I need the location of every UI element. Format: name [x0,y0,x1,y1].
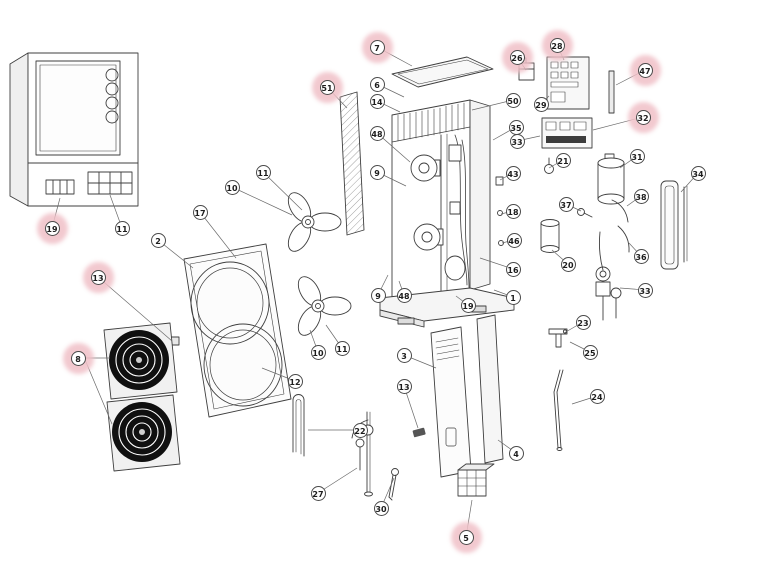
callout-34: 34 [690,165,706,181]
screw [388,468,399,501]
callout-29: 29 [533,96,549,112]
long-pipe [553,369,564,451]
callout-26-highlighted: 26 [509,49,525,65]
callout-23: 23 [575,314,591,330]
condenser-coil [339,91,365,236]
callout-14: 14 [369,93,385,109]
callout-47-highlighted: 47 [637,62,653,78]
capacitor [540,219,560,253]
callout-51-highlighted: 51 [319,79,335,95]
callout-27: 27 [310,485,326,501]
discharge-pipe [598,199,630,271]
fan-propeller-lower [297,276,352,336]
callout-48: 48 [369,125,385,141]
callout-30: 30 [373,500,389,516]
callout-10: 10 [224,179,240,195]
callout-12: 12 [287,373,303,389]
callout-10: 10 [310,344,326,360]
right-side-panel [660,180,688,270]
callout-48: 48 [396,287,412,303]
callout-19: 19 [460,297,476,313]
callout-32-highlighted: 32 [635,109,651,125]
compressor [597,153,625,205]
callout-8-highlighted: 8 [70,350,86,366]
u-pipe [292,394,305,457]
callout-33: 33 [637,282,653,298]
bottom-bracket [457,463,495,497]
callout-16: 16 [505,261,521,277]
callout-9: 9 [369,164,385,180]
callout-46: 46 [506,232,522,248]
top-panel [391,56,494,88]
callout-11: 11 [255,164,271,180]
callout-28-highlighted: 28 [549,37,565,53]
callout-13: 13 [396,378,412,394]
base-pan [379,287,515,328]
callout-38: 38 [633,188,649,204]
fan-guard-grille-upper [103,322,178,400]
callout-4: 4 [508,445,524,461]
callout-21: 21 [555,152,571,168]
callout-2: 2 [150,232,166,248]
callout-13-highlighted: 13 [90,269,106,285]
callout-20: 20 [560,256,576,272]
callout-36: 36 [633,248,649,264]
callout-5-highlighted: 5 [458,529,474,545]
callout-25: 25 [582,344,598,360]
callout-6: 6 [369,76,385,92]
callout-7-highlighted: 7 [369,39,385,55]
valve-assembly [595,266,622,321]
callout-22: 22 [352,422,368,438]
callout-43: 43 [505,165,521,181]
pipe-assembly [351,411,374,497]
callout-37: 37 [558,196,574,212]
callout-24: 24 [589,388,605,404]
fan-propeller-upper [287,192,342,252]
callout-50: 50 [505,92,521,108]
clip-part [412,427,426,438]
front-panel [167,243,292,418]
main-unit-body [391,99,504,306]
electrical-parts [518,56,615,149]
callout-3: 3 [396,347,412,363]
callout-35: 35 [508,119,524,135]
control-box [9,52,139,207]
callout-11: 11 [114,220,130,236]
callout-1: 1 [505,289,521,305]
fan-guard-grille-lower [85,361,181,472]
callout-19-highlighted: 19 [44,220,60,236]
callout-18: 18 [505,203,521,219]
callout-31: 31 [629,148,645,164]
rear-narrow-panel [476,314,504,464]
callout-17: 17 [192,204,208,220]
callout-33: 33 [509,133,525,149]
callout-9: 9 [370,287,386,303]
callout-11: 11 [334,340,350,356]
